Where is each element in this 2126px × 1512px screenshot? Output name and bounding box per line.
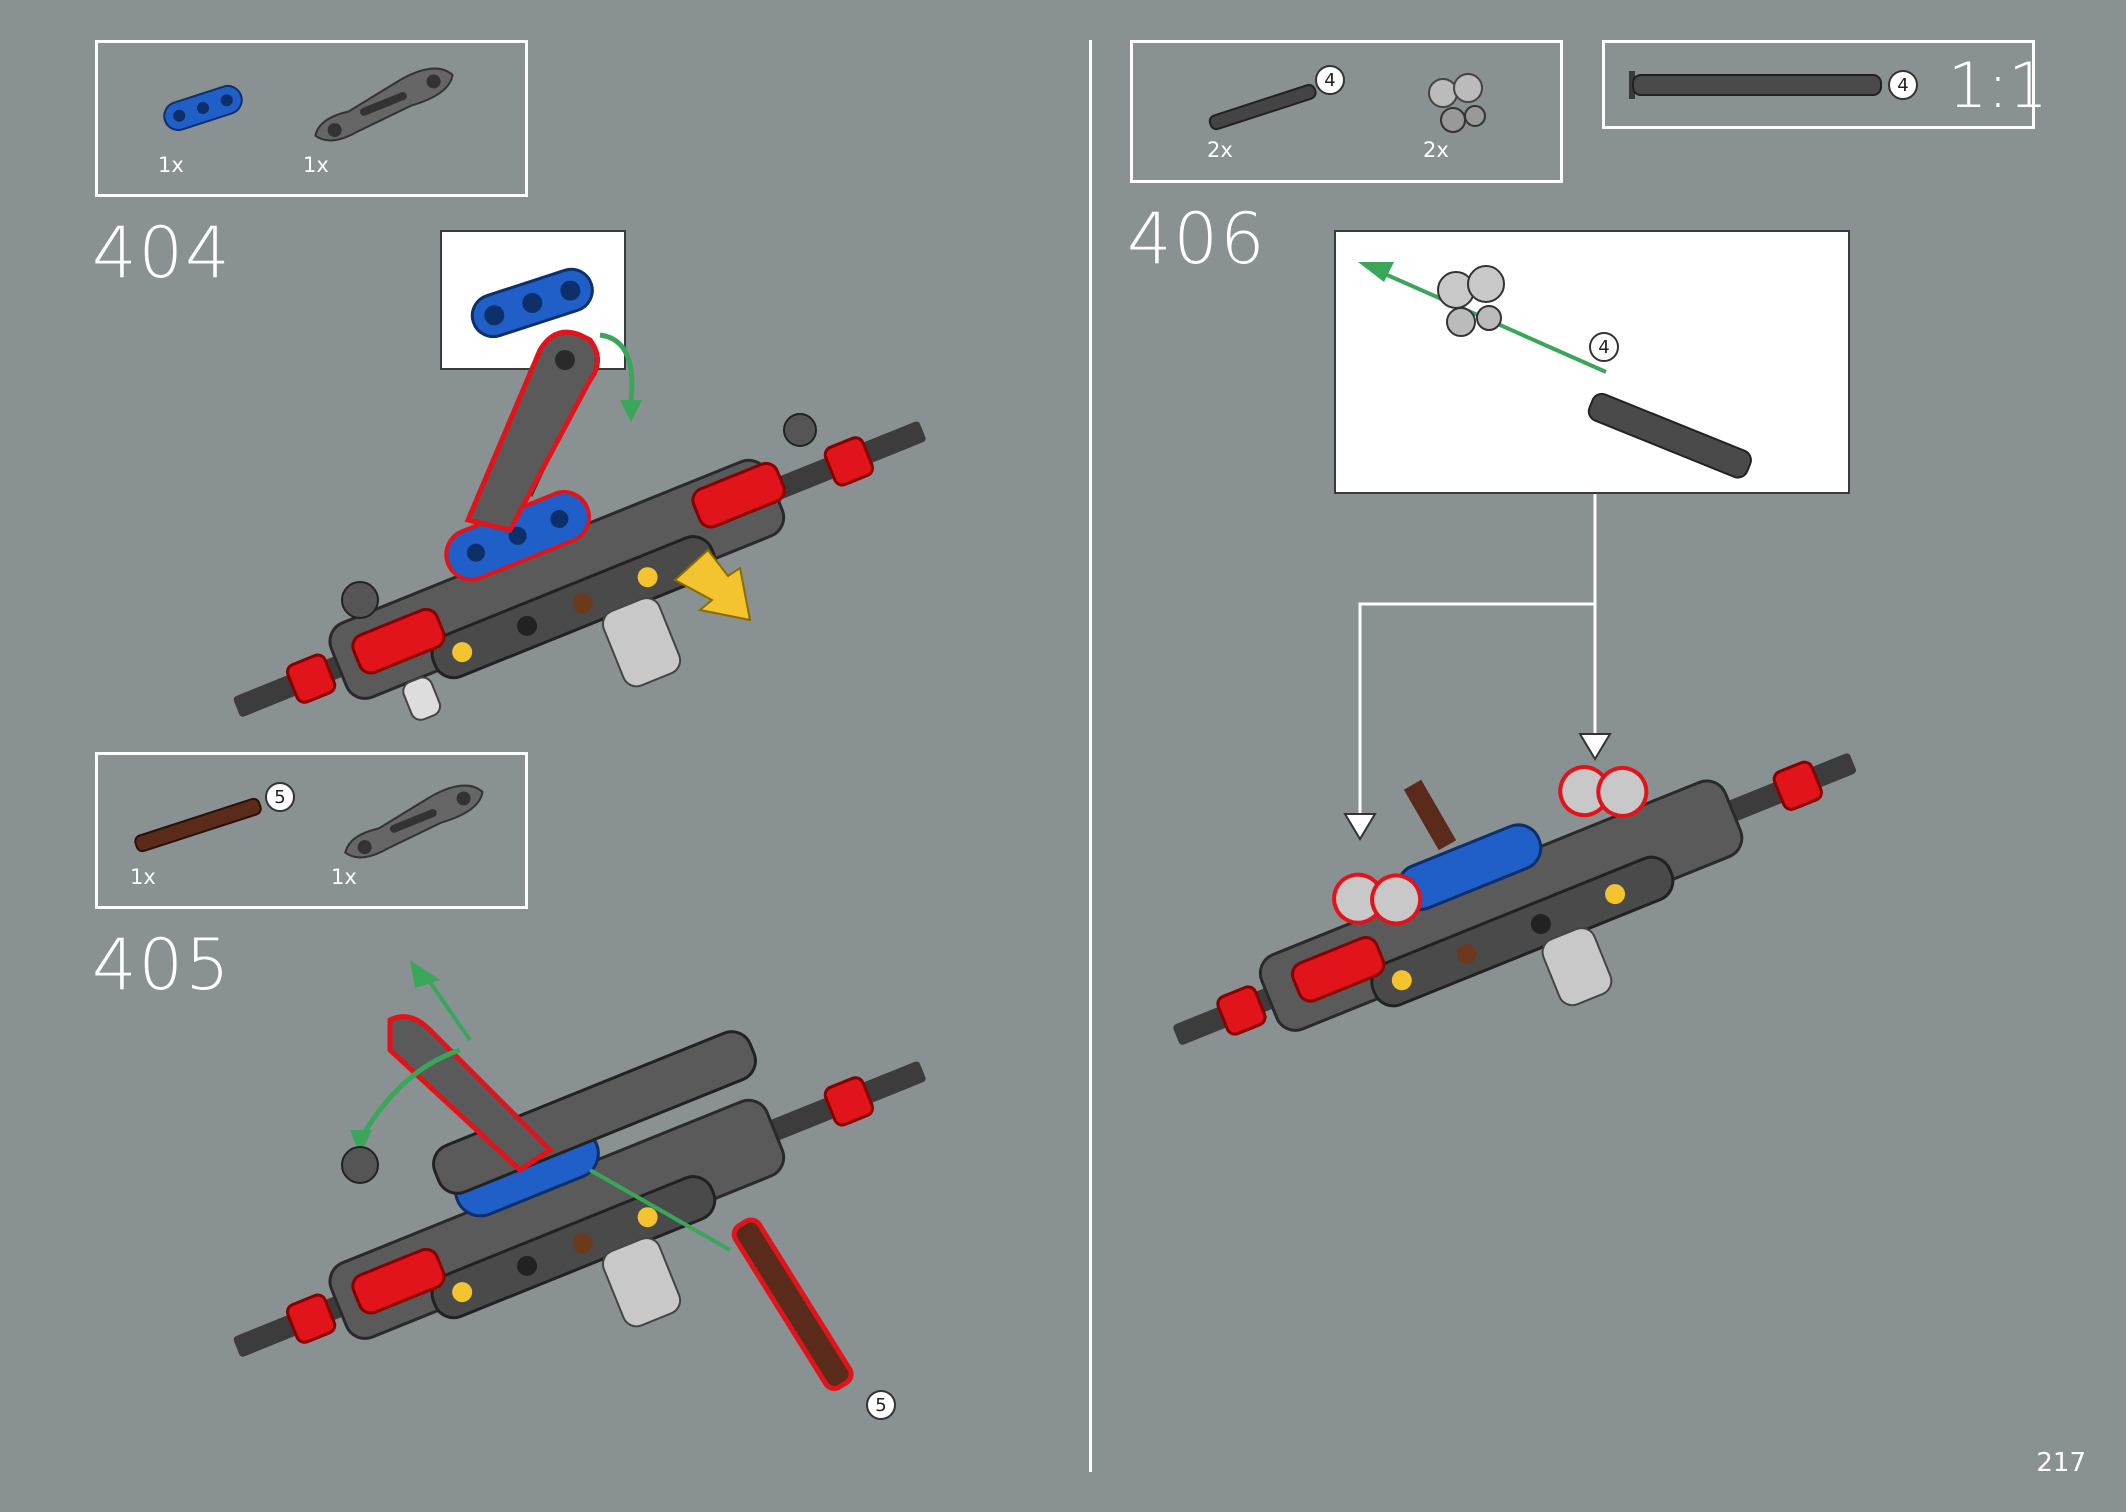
assembly-405-illustration <box>233 960 926 1391</box>
parts-box-405: 5 1x 1x <box>95 752 528 909</box>
step-number-404: 404 <box>92 212 232 294</box>
dark-axle-icon <box>1208 83 1317 131</box>
parts-box-406: 4 2x 2x <box>1130 40 1563 183</box>
part-qty: 2x <box>1423 138 1449 162</box>
gray-link-icon <box>314 67 454 142</box>
assembly-406-illustration <box>1173 753 1856 1045</box>
blue-beam-icon <box>163 84 243 132</box>
callout-406-leaders <box>1343 494 1612 841</box>
callout-qty: 2x <box>1776 429 1826 475</box>
gray-link-icon <box>344 784 484 859</box>
part-qty: 1x <box>303 153 329 177</box>
part-qty: 1x <box>158 153 184 177</box>
blue-beam-icon <box>470 267 594 339</box>
step-number-405: 405 <box>92 924 232 1006</box>
part-qty: 2x <box>1207 138 1233 162</box>
part-count-badge: 5 <box>265 782 295 812</box>
pin-connector-icon <box>1428 73 1486 133</box>
page-number: 217 <box>2036 1448 2086 1478</box>
part-count-badge: 4 <box>1315 65 1345 95</box>
assembly-404-illustration <box>233 329 926 721</box>
axle-scale-icon <box>1629 71 1882 99</box>
scale-box: 4 1:1 <box>1602 40 2048 129</box>
part-qty: 1x <box>130 865 156 889</box>
callout-box-404 <box>440 230 626 370</box>
brown-axle-icon <box>134 797 262 853</box>
step-number-406: 406 <box>1127 198 1267 280</box>
part-qty: 1x <box>331 865 357 889</box>
scale-count-badge: 4 <box>1888 70 1918 100</box>
part-count-badge: 5 <box>866 1390 896 1420</box>
page-divider <box>1089 40 1092 1472</box>
callout-box-406: 4 2x <box>1334 230 1850 494</box>
scale-label: 1:1 <box>1948 49 2048 122</box>
part-count-badge: 4 <box>1589 332 1619 362</box>
callout-406-illustration <box>1358 262 1752 479</box>
parts-box-404: 1x 1x <box>95 40 528 197</box>
